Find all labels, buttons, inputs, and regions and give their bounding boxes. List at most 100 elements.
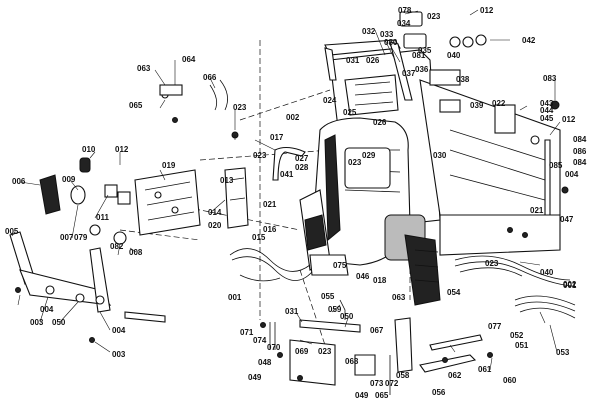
part-label: 086 [573, 147, 587, 156]
part-label: 043 [540, 99, 554, 108]
knobs [70, 157, 131, 245]
part-label: 006 [12, 177, 26, 186]
part-label: 034 [397, 19, 411, 28]
part-label: 070 [267, 343, 281, 352]
leader-lines [11, 9, 561, 371]
part-label: 080 [384, 38, 398, 47]
part-label: 012 [480, 6, 494, 15]
part-label: 016 [263, 225, 277, 234]
part-label: 027 [295, 154, 309, 163]
part-label: 023 [485, 259, 499, 268]
part-label: 066 [203, 73, 217, 82]
part-label: 040 [447, 51, 461, 60]
part-label: 008 [129, 248, 143, 257]
part-label: 071 [240, 328, 254, 337]
part-label: 068 [345, 357, 359, 366]
part-label: 078 [398, 6, 412, 15]
part-label: 002 [286, 113, 300, 122]
part-label: 085 [549, 161, 563, 170]
part-label: 023 [233, 103, 247, 112]
part-label: 053 [556, 348, 570, 357]
part-label: 058 [396, 371, 410, 380]
part-label: 026 [373, 118, 387, 127]
part-label: 075 [333, 261, 347, 270]
part-label: 012 [562, 115, 576, 124]
part-label: 047 [560, 215, 574, 224]
part-label: 013 [220, 176, 234, 185]
part-label: 023 [427, 12, 441, 21]
part-label: 050 [340, 312, 354, 321]
part-label: 007 [60, 233, 74, 242]
part-label: 038 [456, 75, 470, 84]
part-label: 025 [343, 108, 357, 117]
part-label: 065 [375, 391, 389, 400]
part-label: 004 [565, 170, 579, 179]
part-label: 063 [392, 293, 406, 302]
wiring-harness [209, 79, 576, 319]
tube [272, 146, 306, 181]
part-label: 037 [402, 69, 416, 78]
pedal-lever [9, 174, 166, 323]
part-label: 065 [129, 101, 143, 110]
part-label: 048 [258, 358, 272, 367]
part-label: 029 [362, 151, 376, 160]
part-label: 062 [448, 371, 462, 380]
part-label: 055 [321, 292, 335, 301]
part-label: 061 [478, 365, 492, 374]
part-label: 011 [96, 213, 109, 222]
part-label: 032 [362, 27, 376, 36]
part-label: 026 [366, 56, 380, 65]
part-label: 018 [373, 276, 387, 285]
part-label: 031 [346, 56, 360, 65]
part-label: 041 [280, 170, 294, 179]
part-label: 084 [573, 135, 587, 144]
part-label: 004 [40, 305, 54, 314]
part-label: 002 [563, 280, 577, 289]
part-label: 050 [52, 318, 66, 327]
part-label: 077 [488, 322, 502, 331]
part-label: 021 [263, 200, 277, 209]
part-label: 004 [112, 326, 126, 335]
part-label: 054 [447, 288, 461, 297]
part-label: 072 [385, 379, 399, 388]
part-label: 049 [355, 391, 369, 400]
part-label: 067 [370, 326, 384, 335]
part-label: 023 [348, 158, 362, 167]
part-label: 030 [433, 151, 447, 160]
part-label: 042 [522, 36, 536, 45]
part-label: 051 [515, 341, 529, 350]
upper-frame [324, 39, 413, 116]
part-label: 060 [503, 376, 517, 385]
part-label: 001 [563, 281, 577, 290]
part-label: 079 [74, 233, 88, 242]
part-label: 023 [318, 347, 332, 356]
part-label: 083 [543, 74, 557, 83]
part-label: 021 [530, 206, 544, 215]
part-label: 074 [253, 336, 267, 345]
part-label: 022 [492, 99, 506, 108]
part-label: 012 [115, 145, 129, 154]
part-label: 024 [323, 96, 337, 105]
part-label: 005 [5, 227, 19, 236]
lower-brackets [269, 299, 483, 395]
part-label: 001 [228, 293, 242, 302]
part-label: 020 [208, 221, 222, 230]
part-label: 046 [356, 272, 370, 281]
part-label: 040 [540, 268, 554, 277]
part-label: 063 [137, 64, 151, 73]
part-labels: 078 034 023 012 042 032 033 080 035 081 … [5, 6, 587, 400]
part-label: 082 [110, 242, 124, 251]
part-label: 019 [162, 161, 176, 170]
part-label: 015 [252, 233, 266, 242]
part-label: 059 [328, 305, 342, 314]
control-panel [134, 169, 201, 236]
part-label: 069 [295, 347, 309, 356]
part-label: 033 [380, 30, 394, 39]
engine-block [299, 189, 349, 276]
hood-housing [313, 117, 441, 306]
part-label: 073 [370, 379, 384, 388]
part-label: 081 [412, 51, 426, 60]
part-label: 052 [510, 331, 524, 340]
part-label: 049 [248, 373, 262, 382]
